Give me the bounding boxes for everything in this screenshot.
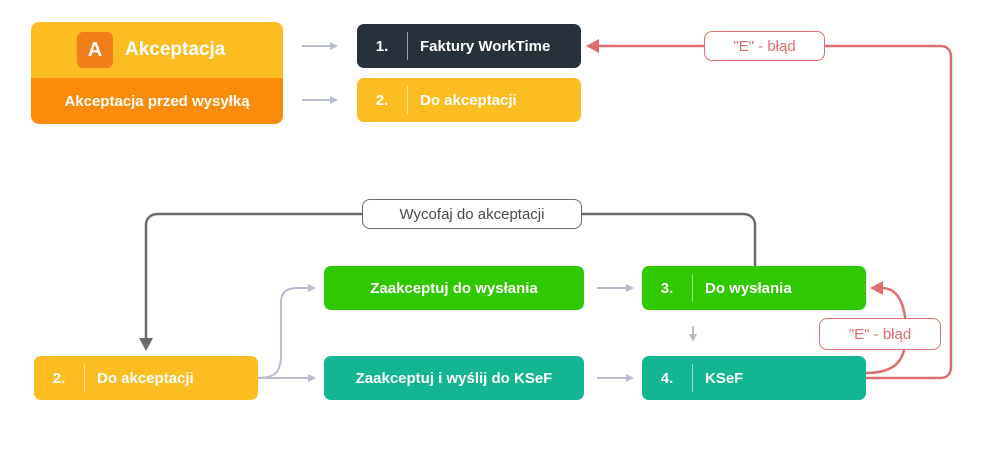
edge-label-error-top: "E" - błąd — [704, 31, 825, 61]
akceptacja-card-header: A Akceptacja — [31, 22, 283, 78]
akceptacja-card: A Akceptacja Akceptacja przed wysyłką — [31, 22, 283, 124]
state-do-akceptacji-top[interactable]: 2. Do akceptacji — [357, 78, 581, 122]
akceptacja-title: Akceptacja — [125, 39, 226, 60]
divider — [407, 32, 408, 60]
divider — [84, 364, 85, 392]
arrowhead-wycofaj — [139, 338, 153, 351]
state-label: Do akceptacji — [420, 91, 517, 109]
edge-label-text: "E" - błąd — [848, 325, 912, 343]
arrowhead-error-faktury — [586, 39, 599, 53]
state-number: 4. — [660, 369, 674, 387]
state-do-akceptacji-bottom[interactable]: 2. Do akceptacji — [34, 356, 258, 400]
akceptacja-badge: A — [77, 32, 113, 68]
divider — [692, 274, 693, 302]
edge-label-error-small: "E" - błąd — [819, 318, 941, 350]
action-label: Zaakceptuj i wyślij do KSeF — [355, 369, 553, 387]
state-label: Do akceptacji — [97, 369, 194, 387]
state-faktury-worktime[interactable]: 1. Faktury WorkTime — [357, 24, 581, 68]
arrow-error-loop-to-faktury — [598, 44, 953, 380]
state-do-wyslania[interactable]: 3. Do wysłania — [642, 266, 866, 310]
edge-label-text: Wycofaj do akceptacji — [399, 205, 545, 223]
state-ksef[interactable]: 4. KSeF — [642, 356, 866, 400]
state-label: KSeF — [705, 369, 744, 387]
arrow-branch-to-zaakceptuj-do-wyslania — [257, 284, 316, 379]
divider — [407, 86, 408, 114]
action-zaakceptuj-i-wyslij[interactable]: Zaakceptuj i wyślij do KSeF — [324, 356, 584, 400]
akceptacja-card-footer: Akceptacja przed wysyłką — [31, 78, 283, 124]
action-zaakceptuj-do-wyslania[interactable]: Zaakceptuj do wysłania — [324, 266, 584, 310]
state-label: Faktury WorkTime — [420, 37, 551, 55]
state-number: 1. — [375, 37, 389, 55]
arrowhead-error-do-wyslania — [870, 281, 883, 295]
state-label: Do wysłania — [705, 279, 792, 297]
state-number: 3. — [660, 279, 674, 297]
action-label: Zaakceptuj do wysłania — [370, 279, 538, 297]
state-number: 2. — [375, 91, 389, 109]
divider — [692, 364, 693, 392]
edge-label-text: "E" - błąd — [733, 37, 796, 55]
akceptacja-subtitle: Akceptacja przed wysyłką — [64, 92, 250, 110]
edge-label-wycofaj: Wycofaj do akceptacji — [362, 199, 582, 229]
state-number: 2. — [52, 369, 66, 387]
